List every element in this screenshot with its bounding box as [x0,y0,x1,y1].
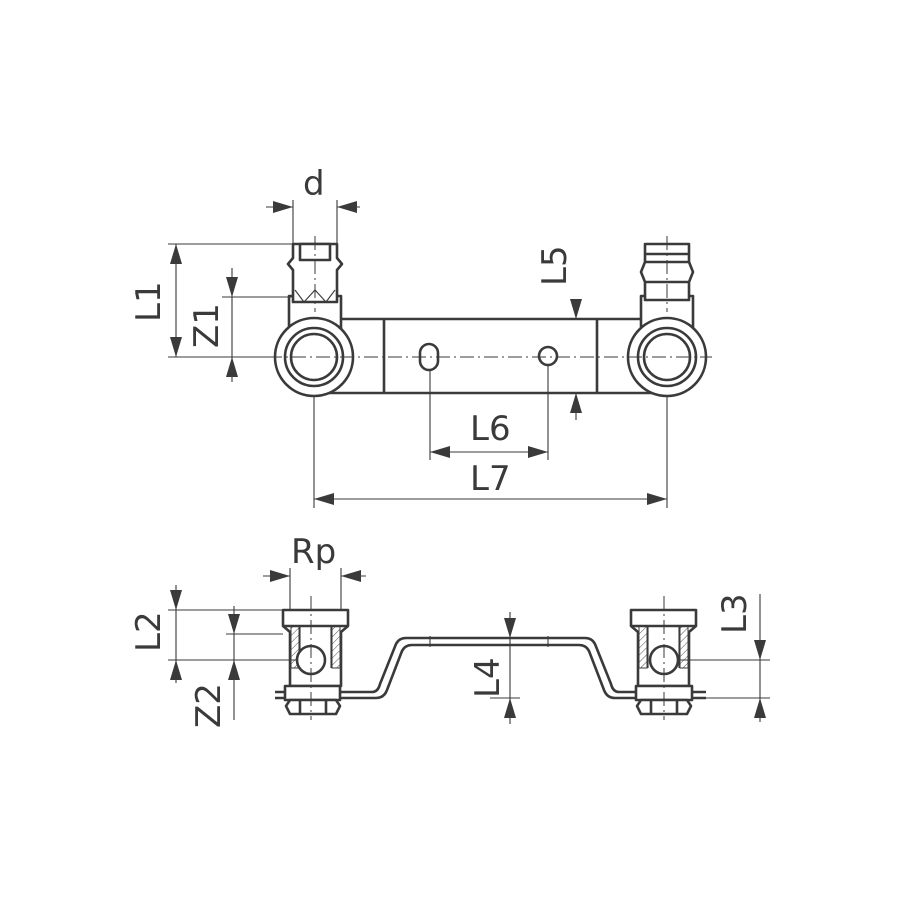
side-view: Rp L2 Z2 L4 [129,532,770,728]
label-L3: L3 [715,593,755,634]
dimension-L7: L7 [313,396,668,508]
dimension-L2: L2 [129,585,297,683]
label-Z2: Z2 [189,683,229,728]
label-Z1: Z1 [187,303,227,348]
dimension-L6: L6 [429,366,549,460]
dimension-L4: L4 [468,612,520,724]
dimension-Rp: Rp [263,532,366,610]
dimension-L3: L3 [678,593,770,722]
left-elbow-fitting [273,242,355,398]
label-L2: L2 [129,611,169,652]
dimension-Z2: Z2 [189,606,283,728]
label-L4: L4 [468,657,508,698]
label-Rp: Rp [291,532,336,572]
label-L1: L1 [129,281,169,322]
dimension-d: d [266,164,360,244]
top-view: d L1 Z1 L5 [129,164,712,508]
label-d: d [303,164,325,204]
top-center-lines [268,236,712,358]
right-threaded-fitting [629,596,698,720]
label-L6: L6 [470,409,511,449]
mounting-bar [314,317,668,395]
dimension-L1: L1 [129,243,293,358]
dimension-Z1: Z1 [187,268,293,382]
left-threaded-fitting [281,596,350,720]
label-L7: L7 [470,459,511,499]
dimension-L5: L5 [535,245,597,420]
label-L5: L5 [535,245,575,286]
